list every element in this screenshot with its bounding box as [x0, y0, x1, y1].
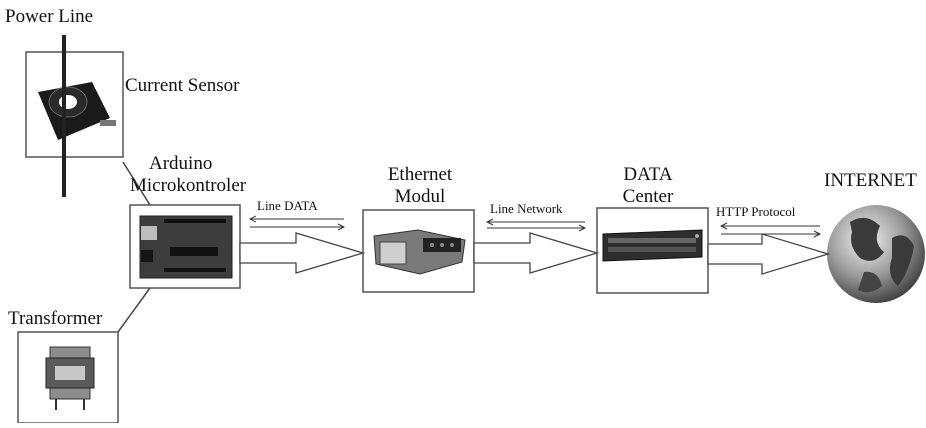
internet-label: INTERNET [824, 170, 917, 191]
arduino-label-line-1: Arduino [149, 153, 213, 174]
line-data-indicator [248, 215, 346, 231]
ethernet-label: Ethernet Modul [370, 164, 470, 208]
ethernet-to-datacenter-arrow [473, 232, 600, 274]
transformer-to-arduino-connector [117, 287, 151, 333]
current-sensor-icon [38, 82, 116, 140]
data-center-box [596, 207, 709, 294]
power-line-label: Power Line [5, 6, 94, 27]
ethernet-label-line-1: Ethernet [387, 164, 453, 185]
transformer-icon [45, 346, 95, 410]
arduino-box [129, 204, 241, 289]
current-sensor-box [25, 51, 124, 158]
http-protocol-label: HTTP Protocol [716, 204, 796, 219]
ethernet-label-line-2: Modul [394, 186, 446, 207]
line-network-indicator [485, 218, 587, 232]
transformer-box [17, 331, 119, 424]
ethernet-module-box [362, 209, 475, 293]
arduino-label-line-2: Microkontroler [130, 175, 247, 196]
internet-label-clip: INTERNET [824, 170, 926, 192]
data-center-label-line-2: Center [622, 186, 674, 207]
arduino-label: Arduino Microkontroler [130, 153, 300, 197]
transformer-label: Transformer [8, 308, 103, 329]
line-network-label: Line Network [490, 201, 563, 216]
sensor-to-arduino-connector [122, 161, 151, 206]
ethernet-module-icon [373, 229, 466, 275]
datacenter-to-internet-arrow [707, 233, 831, 275]
http-protocol-indicator [719, 222, 822, 238]
arduino-board-icon [139, 215, 233, 279]
data-center-label: DATA Center [598, 164, 698, 208]
current-sensor-label: Current Sensor [125, 75, 240, 96]
rack-server-icon [602, 229, 703, 262]
data-center-label-line-1: DATA [623, 164, 673, 185]
arduino-to-ethernet-arrow [239, 232, 366, 274]
line-data-label: Line DATA [257, 198, 318, 213]
globe-icon [827, 205, 925, 303]
